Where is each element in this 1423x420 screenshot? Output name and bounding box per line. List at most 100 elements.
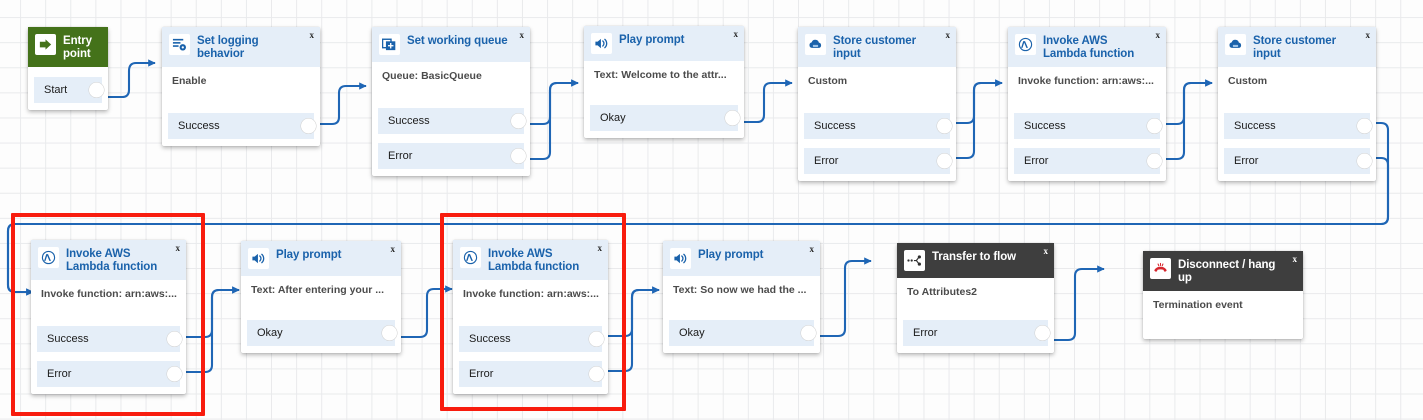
port-success[interactable]: Success bbox=[378, 108, 526, 134]
node-subtitle: To Attributes2 bbox=[907, 286, 977, 298]
port-connector-dot[interactable] bbox=[589, 331, 604, 347]
port-label: Success bbox=[469, 333, 511, 346]
node-header: Invoke AWS Lambda function x bbox=[453, 240, 608, 281]
port-connector-dot[interactable] bbox=[725, 110, 740, 126]
port-error[interactable]: Error bbox=[1014, 148, 1162, 175]
close-icon[interactable]: x bbox=[175, 243, 181, 253]
node-invoke-aws-lambda-function-2[interactable]: Invoke AWS Lambda function x Invoke func… bbox=[31, 240, 186, 395]
close-icon[interactable]: x bbox=[519, 30, 525, 40]
port-start[interactable]: Start bbox=[34, 77, 104, 104]
port-connector-dot[interactable] bbox=[1357, 153, 1372, 169]
node-body: Queue: BasicQueue Success Error bbox=[372, 62, 530, 176]
close-icon[interactable]: x bbox=[309, 30, 315, 40]
node-header: Entry point bbox=[28, 27, 108, 68]
node-body: Text: So now we had the ... Okay bbox=[663, 276, 820, 353]
cloud-icon bbox=[805, 34, 826, 55]
close-icon[interactable]: x bbox=[1043, 246, 1049, 256]
port-success[interactable]: Success bbox=[168, 113, 316, 140]
node-body: Text: After entering your ... Okay bbox=[241, 276, 401, 353]
node-header: Disconnect / hang up x bbox=[1143, 251, 1303, 292]
port-connector-dot[interactable] bbox=[1147, 153, 1162, 169]
port-label: Success bbox=[814, 120, 856, 133]
port-connector-dot[interactable] bbox=[589, 366, 604, 382]
close-icon[interactable]: x bbox=[597, 243, 603, 253]
port-success[interactable]: Success bbox=[1224, 113, 1372, 140]
port-label: Error bbox=[47, 368, 72, 381]
port-okay[interactable]: Okay bbox=[247, 320, 397, 346]
port-connector-dot[interactable] bbox=[511, 113, 526, 129]
node-store-customer-input-2[interactable]: Store customer input x Custom Success Er… bbox=[1218, 27, 1376, 182]
node-play-prompt-2[interactable]: Play prompt x Text: After entering your … bbox=[241, 241, 401, 353]
port-connector-dot[interactable] bbox=[1035, 325, 1050, 341]
node-title: Invoke AWS Lambda function bbox=[1043, 35, 1135, 60]
speaker-icon bbox=[670, 248, 691, 269]
node-header: Store customer input x bbox=[1218, 27, 1376, 68]
node-disconnect-hang-up[interactable]: Disconnect / hang up x Termination event bbox=[1143, 251, 1303, 340]
close-icon[interactable]: x bbox=[809, 244, 815, 254]
node-body: Invoke function: arn:aws:... Success Err… bbox=[31, 280, 186, 394]
port-success[interactable]: Success bbox=[37, 326, 182, 353]
port-connector-dot[interactable] bbox=[511, 148, 526, 164]
node-subtitle: Custom bbox=[1228, 75, 1268, 88]
close-icon[interactable]: x bbox=[390, 244, 396, 254]
port-connector-dot[interactable] bbox=[382, 325, 397, 341]
node-subtitle: Text: Welcome to the attr... bbox=[594, 69, 727, 81]
node-transfer-to-flow[interactable]: Transfer to flow x To Attributes2 Error bbox=[897, 243, 1054, 353]
node-play-prompt-3[interactable]: Play prompt x Text: So now we had the ..… bbox=[663, 241, 820, 353]
port-connector-dot[interactable] bbox=[167, 366, 182, 382]
node-subtitle: Invoke function: arn:aws:... bbox=[1018, 75, 1154, 88]
node-invoke-aws-lambda-function-3[interactable]: Invoke AWS Lambda function x Invoke func… bbox=[453, 240, 608, 395]
close-icon[interactable]: x bbox=[733, 29, 739, 39]
node-play-prompt-1[interactable]: Play prompt x Text: Welcome to the attr.… bbox=[584, 26, 744, 138]
node-invoke-aws-lambda-function-1[interactable]: Invoke AWS Lambda function x Invoke func… bbox=[1008, 27, 1166, 182]
port-connector-dot[interactable] bbox=[167, 331, 182, 347]
lambda-icon bbox=[38, 247, 59, 268]
close-icon[interactable]: x bbox=[1365, 30, 1371, 40]
port-connector-dot[interactable] bbox=[937, 153, 952, 169]
port-okay[interactable]: Okay bbox=[669, 320, 816, 346]
cloud-icon bbox=[1225, 34, 1246, 55]
node-header: Store customer input x bbox=[798, 27, 956, 68]
queue-plus-icon bbox=[379, 34, 400, 55]
node-header: Play prompt x bbox=[584, 26, 744, 61]
node-title: Disconnect / hang up bbox=[1178, 259, 1276, 284]
node-store-customer-input-1[interactable]: Store customer input x Custom Success Er… bbox=[798, 27, 956, 182]
port-error[interactable]: Error bbox=[37, 361, 182, 388]
port-error[interactable]: Error bbox=[804, 148, 952, 175]
close-icon[interactable]: x bbox=[1292, 254, 1298, 264]
node-title: Store customer input bbox=[1253, 35, 1336, 60]
port-connector-dot[interactable] bbox=[1147, 118, 1162, 134]
port-label: Error bbox=[1234, 155, 1259, 168]
node-subtitle: Text: After entering your ... bbox=[251, 284, 385, 296]
node-entry-point[interactable]: Entry point Start bbox=[28, 27, 108, 111]
node-set-logging-behavior[interactable]: Set logging behavior x Enable Success bbox=[162, 27, 320, 147]
port-error[interactable]: Error bbox=[1224, 148, 1372, 175]
node-header: Play prompt x bbox=[241, 241, 401, 276]
node-subtitle: Text: So now we had the ... bbox=[673, 284, 807, 296]
port-success[interactable]: Success bbox=[1014, 113, 1162, 140]
node-body: Invoke function: arn:aws:... Success Err… bbox=[1008, 67, 1166, 181]
port-okay[interactable]: Okay bbox=[590, 105, 740, 131]
node-title: Play prompt bbox=[698, 249, 764, 261]
logging-gear-icon bbox=[169, 34, 190, 55]
close-icon[interactable]: x bbox=[945, 30, 951, 40]
transfer-icon bbox=[904, 250, 925, 271]
port-error[interactable]: Error bbox=[903, 320, 1050, 346]
port-success[interactable]: Success bbox=[459, 326, 604, 353]
port-connector-dot[interactable] bbox=[301, 118, 316, 134]
port-connector-dot[interactable] bbox=[1357, 118, 1372, 134]
node-body: Custom Success Error bbox=[1218, 67, 1376, 181]
lambda-icon bbox=[1015, 34, 1036, 55]
close-icon[interactable]: x bbox=[1155, 30, 1161, 40]
port-success[interactable]: Success bbox=[804, 113, 952, 140]
port-error[interactable]: Error bbox=[459, 361, 604, 388]
port-connector-dot[interactable] bbox=[801, 325, 816, 341]
port-label: Error bbox=[388, 150, 413, 162]
port-error[interactable]: Error bbox=[378, 143, 526, 169]
port-label: Okay bbox=[600, 112, 626, 124]
node-set-working-queue[interactable]: Set working queue x Queue: BasicQueue Su… bbox=[372, 27, 530, 176]
port-connector-dot[interactable] bbox=[937, 118, 952, 134]
node-title: Play prompt bbox=[276, 249, 342, 261]
port-connector-dot[interactable] bbox=[89, 82, 104, 98]
